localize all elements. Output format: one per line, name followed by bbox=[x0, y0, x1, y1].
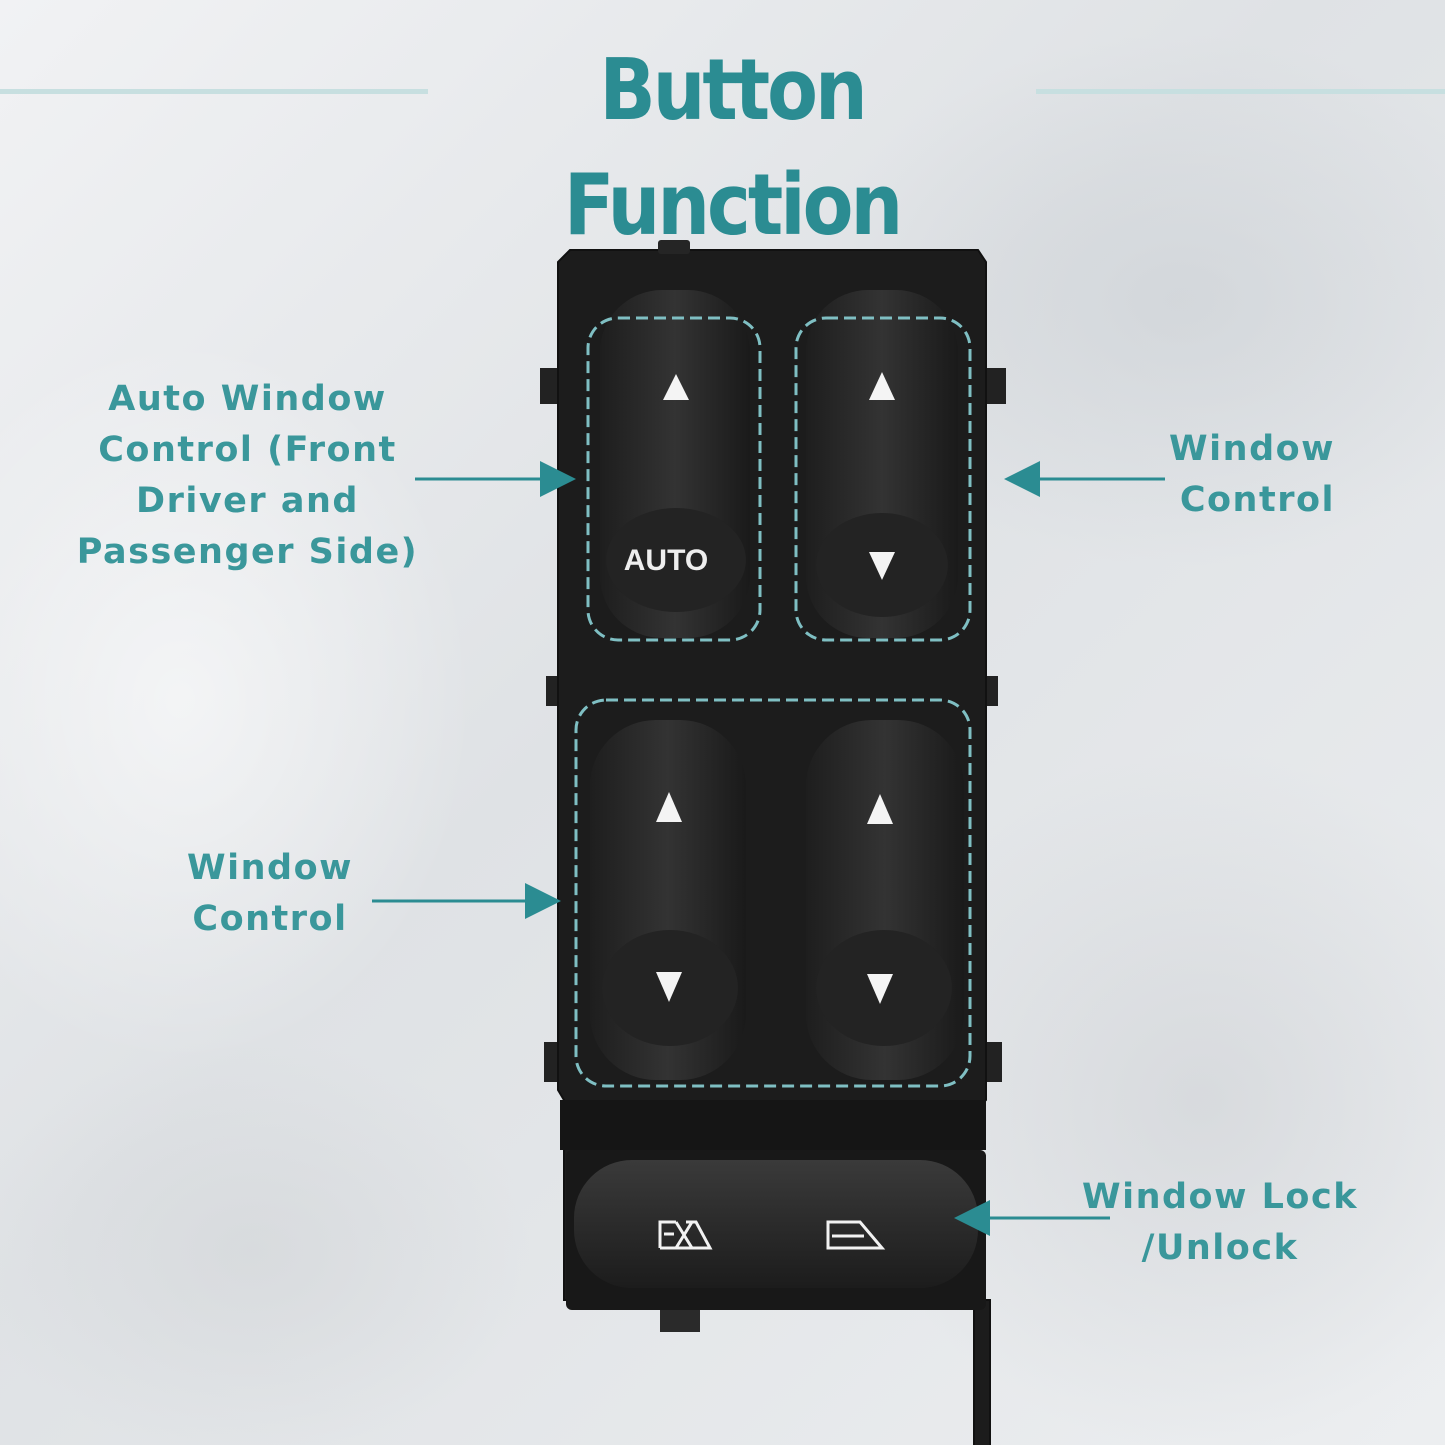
window-lock-rocker bbox=[574, 1160, 978, 1288]
label-line: Passenger Side) bbox=[76, 532, 419, 572]
label-line: Control bbox=[192, 899, 348, 939]
window-control-rocker-rear-right bbox=[806, 720, 964, 1080]
up-arrow-icon bbox=[869, 372, 895, 400]
down-arrow-icon bbox=[867, 974, 893, 1004]
window-control-rocker-right bbox=[794, 290, 972, 642]
window-lock-icon bbox=[658, 1220, 713, 1250]
auto-label: AUTO bbox=[624, 544, 708, 577]
title-line-left bbox=[0, 89, 428, 94]
label-line: Auto Window bbox=[108, 379, 387, 419]
label-line: Control (Front bbox=[98, 430, 397, 470]
down-arrow-icon bbox=[869, 552, 895, 580]
auto-window-rocker: AUTO bbox=[586, 290, 762, 642]
window-unlock-icon bbox=[826, 1220, 886, 1250]
window-control-rocker-rear-left bbox=[590, 720, 746, 1080]
up-arrow-icon bbox=[656, 792, 682, 822]
label-line: Window bbox=[1169, 429, 1335, 469]
label-line: Control bbox=[1179, 480, 1335, 520]
up-arrow-icon bbox=[663, 374, 689, 400]
up-arrow-icon bbox=[867, 794, 893, 824]
label-line: Window Lock bbox=[1081, 1177, 1358, 1217]
down-arrow-icon bbox=[656, 972, 682, 1002]
label-line: Driver and bbox=[136, 481, 359, 521]
label-window-control-left: Window Control bbox=[175, 843, 365, 945]
label-window-control-right: Window Control bbox=[1140, 424, 1335, 526]
title-line-right bbox=[1036, 89, 1445, 94]
label-window-lock: Window Lock /Unlock bbox=[1075, 1172, 1365, 1274]
label-line: Window bbox=[187, 848, 353, 888]
label-line: /Unlock bbox=[1141, 1228, 1299, 1268]
label-auto-window-control: Auto Window Control (Front Driver and Pa… bbox=[60, 374, 435, 578]
rear-window-dashed-outline bbox=[574, 698, 972, 1088]
page-title: Button Function bbox=[563, 40, 903, 255]
